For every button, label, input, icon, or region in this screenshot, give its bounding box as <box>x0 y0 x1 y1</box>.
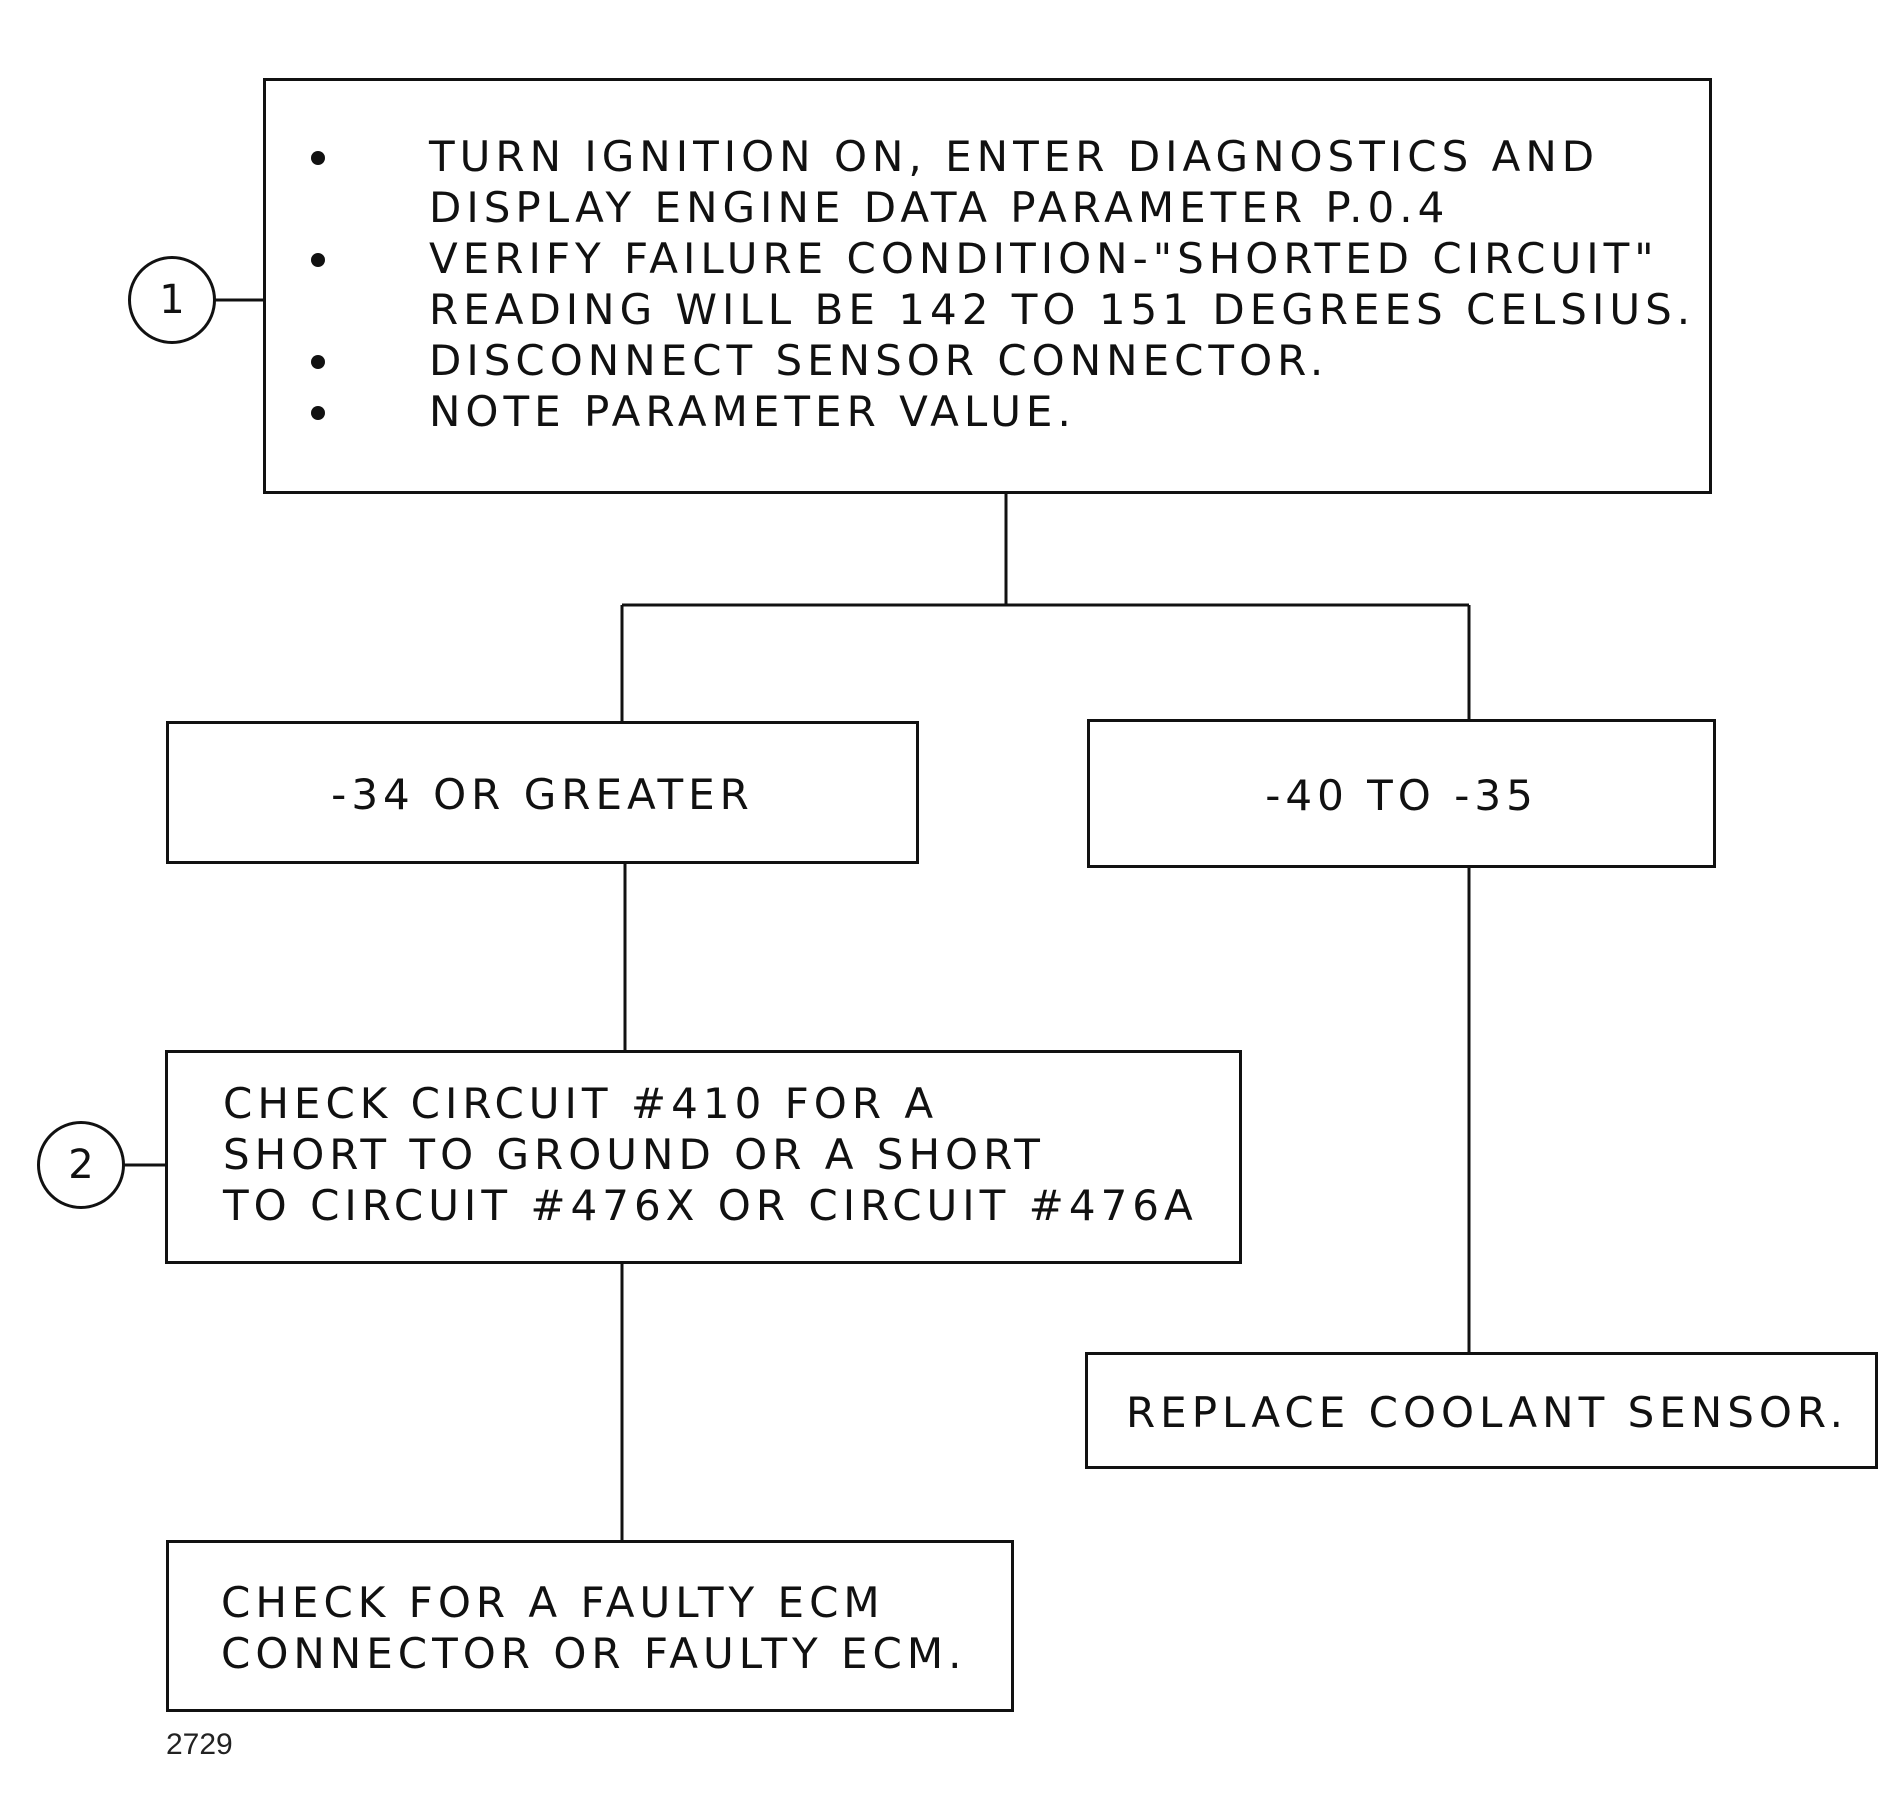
bullet-dot <box>311 151 325 165</box>
bullet-dot <box>311 406 325 420</box>
faulty-ecm-text: CHECK FOR A FAULTY ECM CONNECTOR OR FAUL… <box>221 1578 967 1678</box>
branch-right-box: -40 TO -35 <box>1087 719 1716 868</box>
step1-bullet: TURN IGNITION ON, ENTER DIAGNOSTICS AND … <box>311 131 1651 233</box>
step1-bullet-text: DISCONNECT SENSOR CONNECTOR. <box>429 336 1329 385</box>
replace-sensor-box: REPLACE COOLANT SENSOR. <box>1085 1352 1878 1469</box>
branch-left-label: -34 OR GREATER <box>331 770 754 819</box>
step2-text: CHECK CIRCUIT #410 FOR A SHORT TO GROUND… <box>223 1079 1198 1230</box>
step2-box: CHECK CIRCUIT #410 FOR A SHORT TO GROUND… <box>165 1050 1242 1264</box>
step1-number: 1 <box>159 277 185 323</box>
figure-number: 2729 <box>166 1728 233 1761</box>
step1-bullet: DISCONNECT SENSOR CONNECTOR. <box>311 335 1651 386</box>
step1-bullet: VERIFY FAILURE CONDITION-"SHORTED CIRCUI… <box>311 233 1690 335</box>
step2-number-circle: 2 <box>37 1121 125 1209</box>
faulty-ecm-box: CHECK FOR A FAULTY ECM CONNECTOR OR FAUL… <box>166 1540 1014 1712</box>
bullet-dot <box>311 253 325 267</box>
step1-bullet: NOTE PARAMETER VALUE. <box>311 386 1651 437</box>
step1-box: TURN IGNITION ON, ENTER DIAGNOSTICS AND … <box>263 78 1712 494</box>
step1-bullet-text: VERIFY FAILURE CONDITION-"SHORTED CIRCUI… <box>429 234 1696 334</box>
replace-sensor-text: REPLACE COOLANT SENSOR. <box>1126 1388 1848 1437</box>
step1-bullet-text: NOTE PARAMETER VALUE. <box>429 387 1076 436</box>
branch-left-box: -34 OR GREATER <box>166 721 919 864</box>
step1-number-circle: 1 <box>128 256 216 344</box>
bullet-dot <box>311 355 325 369</box>
branch-right-label: -40 TO -35 <box>1265 771 1538 820</box>
step1-bullet-text: TURN IGNITION ON, ENTER DIAGNOSTICS AND … <box>429 132 1600 232</box>
step2-number: 2 <box>68 1142 94 1188</box>
